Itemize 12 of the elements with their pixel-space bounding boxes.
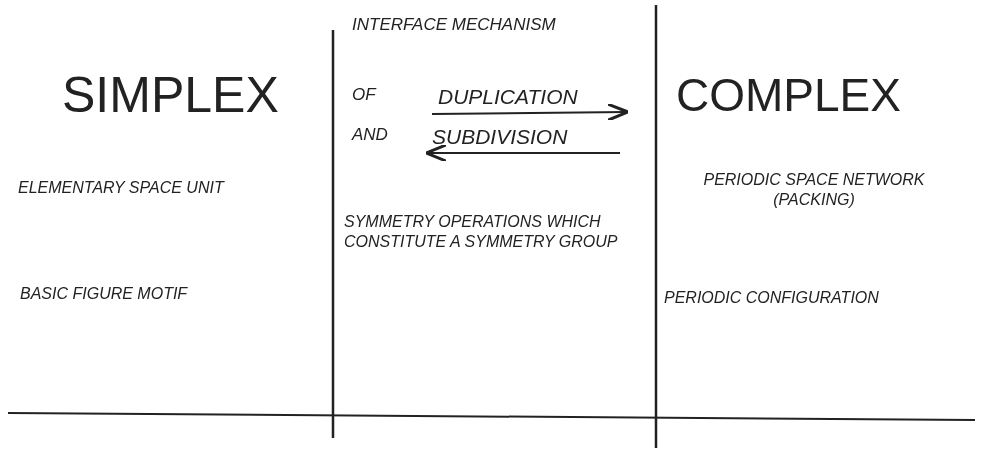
note-text: AND xyxy=(352,124,388,146)
note-text: INTERFACE MECHANISM xyxy=(352,14,556,36)
row-label: BASIC FIGURE MOTIF xyxy=(20,284,188,304)
row-label: PERIODIC SPACE NETWORK (PACKING) xyxy=(702,170,926,210)
note-text: SUBDIVISION xyxy=(432,124,568,150)
heading: COMPLEX xyxy=(676,72,901,118)
row-label: ELEMENTARY SPACE UNIT xyxy=(18,178,224,198)
note-text: SYMMETRY OPERATIONS WHICH CONSTITUTE A SYMMETRY GROUP xyxy=(344,212,619,252)
heading: SIMPLEX xyxy=(62,70,279,120)
note-text: DUPLICATION xyxy=(438,84,578,110)
row-label: PERIODIC CONFIGURATION xyxy=(664,288,879,308)
note-text: OF xyxy=(352,84,376,106)
